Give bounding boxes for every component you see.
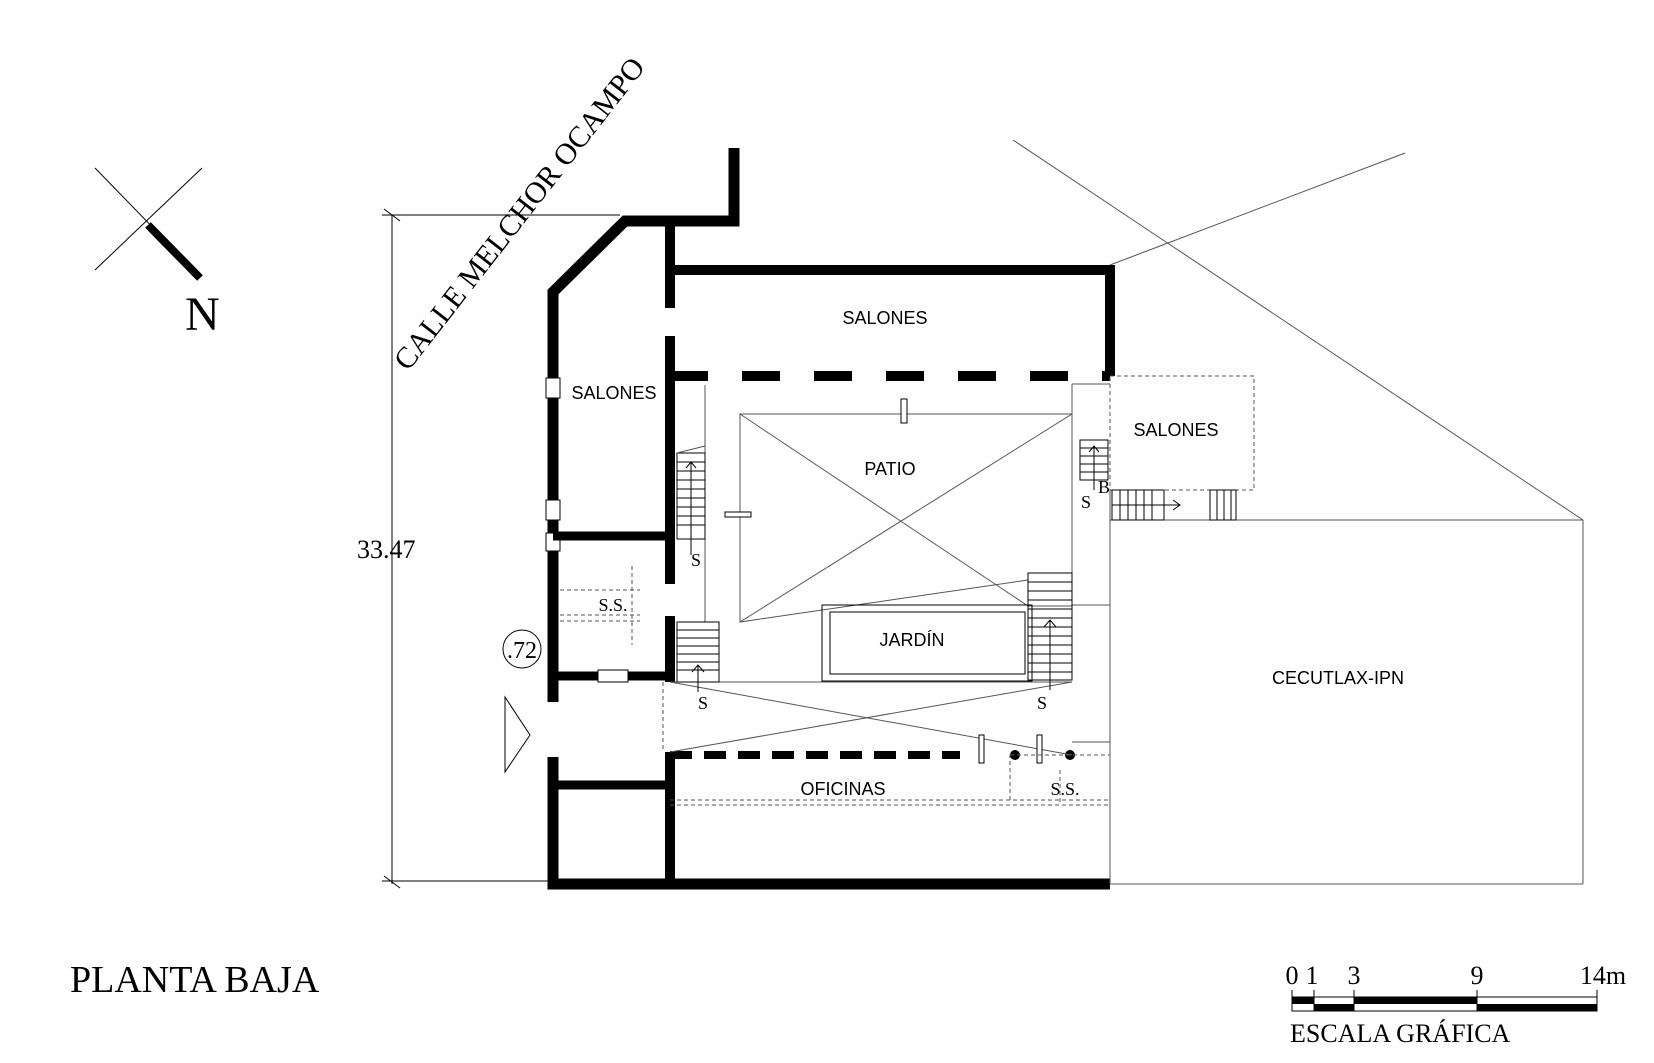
- drawing-title: PLANTA BAJA: [70, 959, 320, 1001]
- stair-mark-s2: S: [698, 693, 708, 713]
- dimension-height-label: 33.47: [357, 535, 416, 564]
- step-entrance-south: [548, 757, 558, 777]
- room-label-salones-east: SALONES: [1133, 420, 1218, 440]
- north-label: N: [185, 288, 220, 341]
- stair-mark-s4: S: [1081, 492, 1091, 512]
- patio-cross-a: [739, 413, 1029, 607]
- dimension-tick-bottom: [383, 875, 401, 889]
- scale-label-3: 3: [1348, 961, 1361, 990]
- jardin: [821, 604, 1033, 682]
- north-arrow-needle: [145, 222, 203, 281]
- stair-east-steps-2: [1209, 489, 1237, 521]
- wall-south: [547, 757, 1110, 890]
- ss-west-block: [560, 566, 640, 645]
- stair-west-upper-head: [685, 461, 697, 469]
- walls: [545, 148, 1115, 890]
- site-outline: [1012, 139, 1584, 885]
- wall-salones-north: [670, 265, 1115, 376]
- site-line-north: [1109, 152, 1406, 266]
- stairs: [676, 439, 1237, 692]
- room-label-salones-west: SALONES: [571, 383, 656, 403]
- court-post-1: [978, 734, 985, 764]
- north-arrow: N: [94, 167, 220, 341]
- room-label-salones-north: SALONES: [842, 308, 927, 328]
- street-label: CALLE MELCHOR OCAMPO: [388, 51, 652, 376]
- window-west-1: [545, 377, 561, 399]
- room-label-neighbor: CECUTLAX-IPN: [1272, 668, 1404, 688]
- scale-seg-3-9: [1354, 997, 1477, 1004]
- stair-mark-b1: B: [1098, 477, 1110, 497]
- room-label-patio: PATIO: [864, 459, 915, 479]
- court-cross-b: [669, 681, 1073, 753]
- scale-label-0: 0: [1286, 961, 1299, 990]
- stair-ne-head: [1088, 445, 1100, 453]
- scale-label-9: 9: [1471, 961, 1484, 990]
- window-partition: [597, 669, 629, 683]
- stair-center-head: [1043, 619, 1057, 628]
- room-label-oficinas: OFICINAS: [800, 779, 885, 799]
- step-entrance-north: [548, 682, 558, 702]
- patio-cross-b: [739, 413, 1073, 623]
- dimension-height: 33.47: [357, 208, 620, 889]
- court-post-2: [1036, 734, 1043, 764]
- stair-east-steps-head: [1172, 499, 1181, 511]
- scale-label-1: 1: [1306, 961, 1319, 990]
- stair-west-lower-head: [691, 664, 705, 673]
- patio-drain-north: [900, 398, 908, 424]
- north-arrow-line-b: [94, 167, 203, 271]
- scale-caption: ESCALA GRÁFICA: [1290, 1019, 1511, 1048]
- oficinas-block: [670, 742, 1111, 884]
- stair-west-lower-treads: [677, 629, 719, 671]
- room-label-ss-south: S.S.: [1050, 779, 1079, 799]
- site-line-diagonal: [1012, 139, 1584, 521]
- wall-west-facade: [547, 148, 740, 702]
- graphic-scale: 0 1 3 9 14m ESCALA GRÁFICA: [1286, 961, 1627, 1048]
- stair-west-upper-break: [676, 445, 706, 454]
- room-labels: SALONES SALONES SALONES PATIO JARDÍN OFI…: [571, 308, 1404, 799]
- patio: [704, 383, 1110, 623]
- entrance-arrow: [504, 695, 531, 774]
- jardin-inner: [829, 611, 1026, 675]
- dimension-tick-top: [383, 208, 401, 222]
- stair-east-steps-2-treads: [1216, 490, 1232, 520]
- dimension-step-label: .72: [507, 638, 537, 664]
- salones-east-block: [1071, 375, 1255, 606]
- scale-seg-1-3: [1314, 1004, 1354, 1011]
- patio-drain-west: [724, 511, 752, 518]
- court-east-step: [1072, 741, 1111, 755]
- court-cross-a: [669, 681, 1073, 756]
- south-court: [662, 681, 1111, 764]
- dimension-step: .72: [502, 629, 542, 669]
- window-west-2: [545, 499, 561, 521]
- room-label-jardin: JARDÍN: [879, 630, 944, 650]
- stair-mark-s1: S: [691, 550, 701, 570]
- scale-label-14: 14m: [1580, 961, 1626, 990]
- stair-marks: S S S S S B: [691, 477, 1110, 713]
- jardin-outer: [821, 604, 1033, 682]
- scale-seg-9-14: [1477, 1004, 1597, 1011]
- stair-mark-s3: S: [1037, 693, 1047, 713]
- room-label-ss-west: S.S.: [598, 595, 627, 615]
- salones-east-outline: [1109, 375, 1255, 491]
- scale-seg-0-1: [1292, 997, 1314, 1004]
- dimension-step-circle: [502, 629, 542, 669]
- column-1: [1010, 750, 1020, 760]
